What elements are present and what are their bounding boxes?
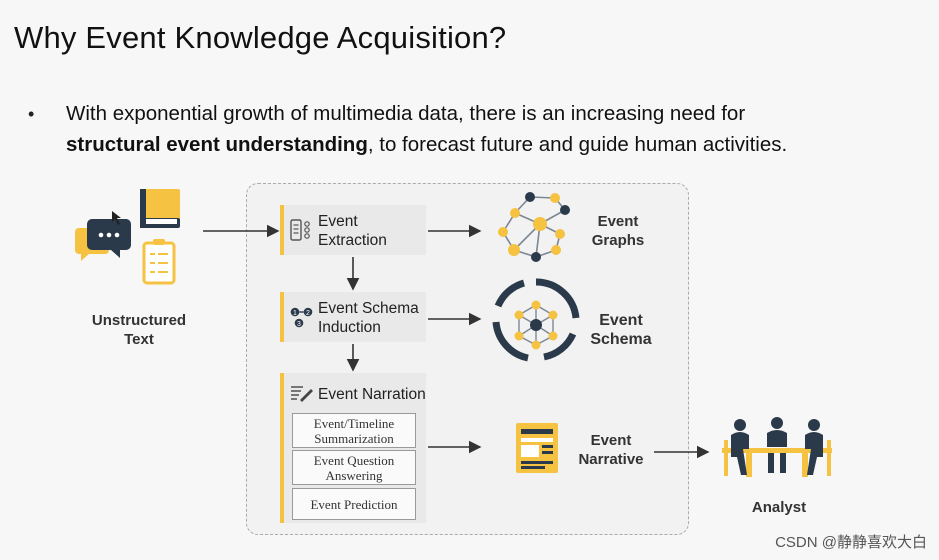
output-label-line1: Event <box>599 312 643 329</box>
chat-bubble-icon <box>75 219 131 261</box>
task-line2: Answering <box>325 467 383 483</box>
bullet-text-after: , to forecast future and guide human act… <box>367 133 788 156</box>
svg-text:2: 2 <box>306 310 310 317</box>
number-flow-icon: 1 2 3 <box>290 307 313 328</box>
output-label-line1: Event <box>590 432 632 449</box>
output-label-schema: Event Schema <box>583 311 659 349</box>
schema-ring-icon <box>492 278 580 362</box>
input-label: Unstructured Text <box>84 311 194 349</box>
task-line1: Event Prediction <box>310 496 398 512</box>
bullet-marker: • <box>28 104 35 124</box>
slide-title: Why Event Knowledge Acquisition? <box>14 20 507 55</box>
output-label-line1: Event <box>597 213 639 230</box>
task-line1: Event/Timeline <box>313 415 395 431</box>
input-label-line2: Text <box>124 331 154 348</box>
input-label-line1: Unstructured <box>91 312 187 329</box>
bullet-text: With exponential growth of multimedia da… <box>66 98 926 160</box>
output-label-line2: Schema <box>590 331 652 348</box>
output-label-line2: Graphs <box>591 232 645 249</box>
watermark: CSDN @静静喜欢大白 <box>775 534 927 551</box>
svg-text:3: 3 <box>297 321 301 328</box>
step-label: Event Narration <box>318 386 426 403</box>
book-icon <box>140 189 180 228</box>
step-event-extraction: Event Extraction <box>280 205 426 255</box>
cursor-icon <box>112 211 121 225</box>
analyst-label: Analyst <box>751 499 807 516</box>
step-label-line2: Induction <box>318 319 381 336</box>
output-label-line2: Narrative <box>578 451 644 468</box>
list-icon <box>290 219 310 241</box>
checklist-icon <box>142 239 176 285</box>
task-event-prediction: Event Prediction <box>292 488 416 520</box>
bullet-bold-phrase: structural event understanding <box>66 133 368 156</box>
document-icon <box>516 423 558 473</box>
task-line2: Summarization <box>314 430 394 446</box>
output-label-graphs: Event Graphs <box>583 212 653 250</box>
pen-lines-icon <box>291 386 313 402</box>
bullet-text-before: With exponential growth of multimedia da… <box>66 102 746 125</box>
step-label-line1: Event <box>318 213 358 230</box>
step-label-line1: Event Schema <box>318 300 419 317</box>
graph-network-icon <box>498 192 570 262</box>
task-line1: Event Question <box>313 452 395 468</box>
step-label-line2: Extraction <box>318 232 387 249</box>
svg-text:1: 1 <box>293 310 297 317</box>
output-label-narrative: Event Narrative <box>573 431 649 469</box>
step-event-schema-induction: 1 2 3 Event Schema Induction <box>280 292 426 342</box>
analysts-meeting-icon <box>722 417 832 477</box>
